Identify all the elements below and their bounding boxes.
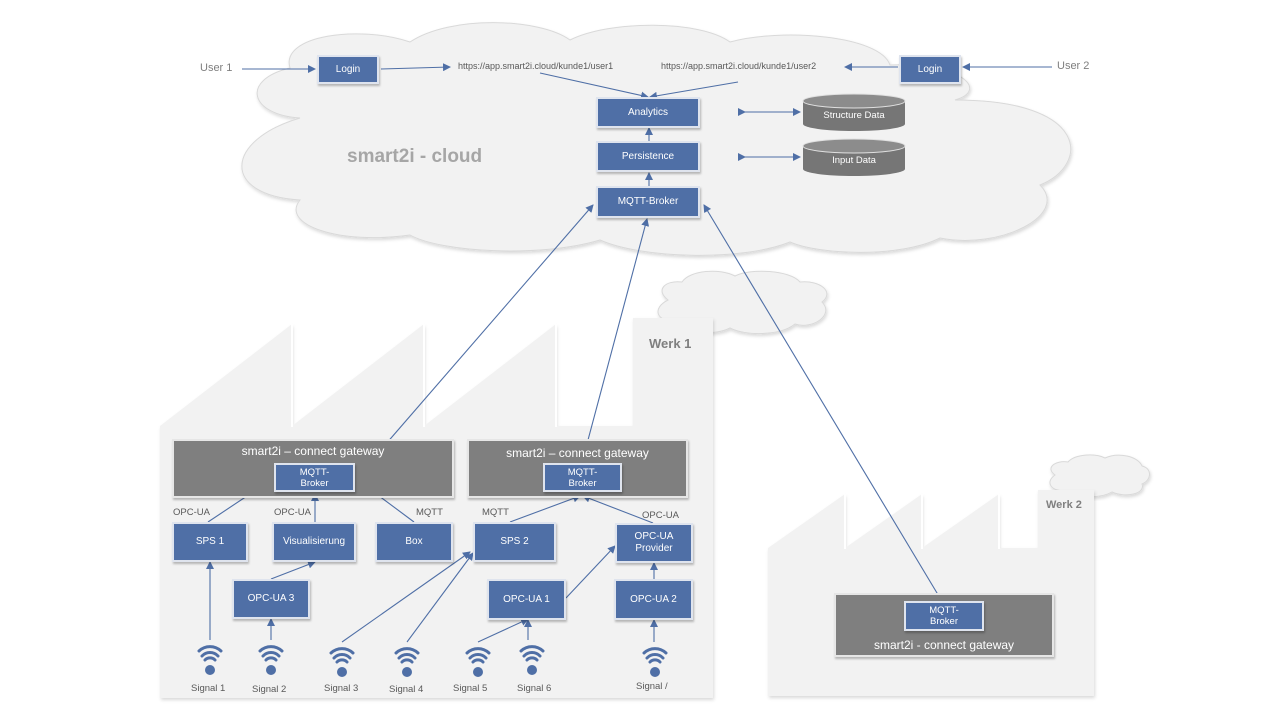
protocol-mqtt-sps2: MQTT bbox=[482, 507, 509, 518]
user2-label: User 2 bbox=[1057, 60, 1090, 72]
user1-label: User 1 bbox=[200, 62, 233, 74]
protocol-opcua-provider: OPC-UA bbox=[642, 510, 679, 521]
werk2-title: Werk 2 bbox=[1046, 499, 1082, 511]
werk1-gateway-b-broker[interactable]: MQTT- Broker bbox=[543, 463, 622, 492]
persistence-box[interactable]: Persistence bbox=[596, 141, 700, 172]
werk2-gateway-title: smart2i - connect gateway bbox=[873, 638, 1015, 652]
signal-label: Signal 4 bbox=[389, 684, 424, 695]
werk1-gateway-a-broker[interactable]: MQTT- Broker bbox=[274, 463, 355, 492]
wifi-icon bbox=[394, 647, 420, 677]
werk1-title: Werk 1 bbox=[649, 336, 692, 351]
signal-label: Signal 3 bbox=[324, 683, 359, 694]
wifi-icon bbox=[642, 647, 668, 677]
sps1-box[interactable]: SPS 1 bbox=[172, 522, 248, 562]
werk1-gateway-a-title: smart2i – connect gateway bbox=[241, 444, 385, 458]
wifi-icon bbox=[519, 645, 545, 675]
wifi-icon bbox=[197, 645, 223, 675]
connectors bbox=[206, 63, 1052, 643]
signal-label: Signal 1 bbox=[191, 683, 226, 694]
url-user2[interactable]: https://app.smart2i.cloud/kunde1/user2 bbox=[661, 61, 817, 71]
sps2-box[interactable]: SPS 2 bbox=[473, 522, 556, 562]
input-data-label: Input Data bbox=[832, 155, 876, 166]
structure-data-cylinder bbox=[802, 93, 906, 131]
url-user1[interactable]: https://app.smart2i.cloud/kunde1/user1 bbox=[458, 61, 614, 71]
box-device[interactable]: Box bbox=[375, 522, 453, 562]
wifi-icon bbox=[465, 647, 491, 677]
protocol-opcua-sps1: OPC-UA bbox=[173, 507, 210, 518]
structure-data-label: Structure Data bbox=[823, 110, 885, 121]
signal-label: Signal 6 bbox=[517, 683, 552, 694]
protocol-opcua-vis: OPC-UA bbox=[274, 507, 311, 518]
signal-label: Signal 5 bbox=[453, 683, 488, 694]
visualisierung-box[interactable]: Visualisierung bbox=[272, 522, 356, 562]
cloud-title: smart2i - cloud bbox=[347, 146, 483, 167]
signal-icons bbox=[197, 645, 668, 677]
wifi-icon bbox=[329, 647, 355, 677]
werk1-gateway-b-title: smart2i – connect gateway bbox=[506, 446, 649, 460]
main-cloud bbox=[241, 22, 1072, 256]
analytics-box[interactable]: Analytics bbox=[596, 97, 700, 128]
signal-label: Signal / bbox=[636, 681, 668, 692]
protocol-mqtt-box: MQTT bbox=[416, 507, 443, 518]
login-button-user2[interactable]: Login bbox=[899, 55, 961, 84]
signal-label: Signal 2 bbox=[252, 684, 287, 695]
input-data-cylinder bbox=[802, 138, 906, 176]
werk2-gateway-broker[interactable]: MQTT- Broker bbox=[904, 601, 984, 631]
opcua1-box[interactable]: OPC-UA 1 bbox=[487, 579, 566, 620]
cloud-mqtt-broker-box[interactable]: MQTT-Broker bbox=[596, 186, 700, 218]
opcua2-box[interactable]: OPC-UA 2 bbox=[614, 579, 693, 620]
opcua-provider-box[interactable]: OPC-UA Provider bbox=[615, 523, 693, 563]
login-button-user1[interactable]: Login bbox=[317, 55, 379, 84]
wifi-icon bbox=[258, 645, 284, 675]
opcua3-box[interactable]: OPC-UA 3 bbox=[232, 579, 310, 619]
